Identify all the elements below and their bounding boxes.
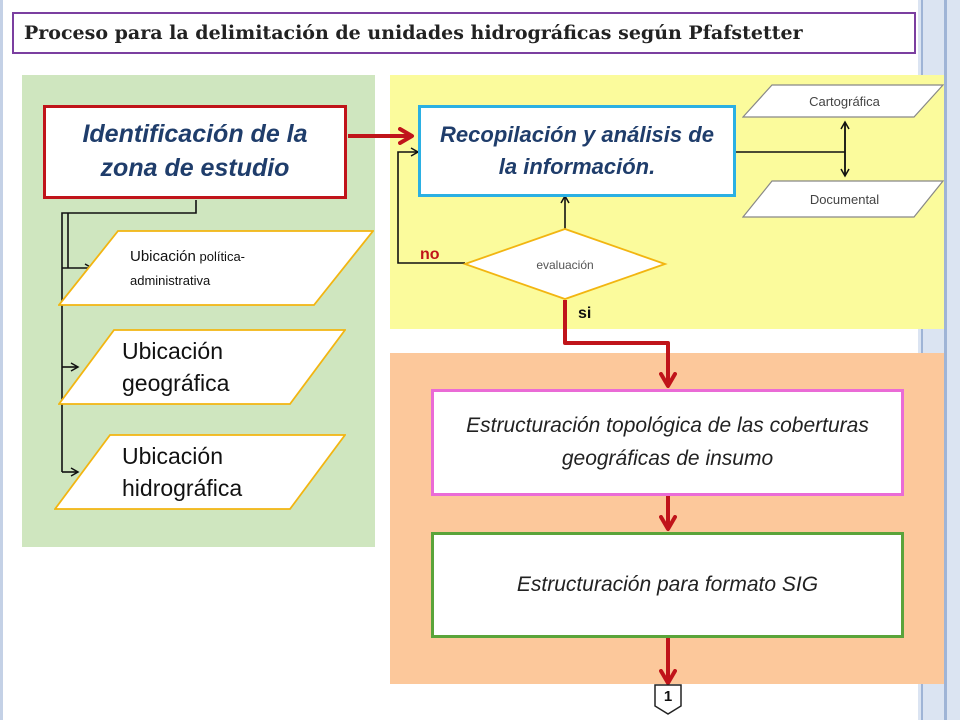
item-ubicacion-politica: Ubicación política- administrativa: [58, 230, 374, 306]
offpage-connector-shape: [654, 684, 682, 715]
estructuracion-sig-text: Estructuración para formato SIG: [516, 573, 819, 596]
evaluacion-label: evaluación: [536, 258, 594, 272]
page-title-text: Proceso para la delimitación de unidades…: [24, 22, 803, 44]
recopilacion-box: Recopilación y análisis de la informació…: [418, 105, 736, 197]
documental-label: Documental: [809, 191, 880, 207]
recopilacion-text: Recopilación y análisis de la informació…: [440, 122, 714, 179]
estructuracion-topologica-box: Estructuración topológica de las cobertu…: [431, 389, 904, 496]
cartografica-shape: [742, 84, 944, 118]
item-ubicacion-geografica-shape: [58, 329, 346, 405]
no-label: no: [420, 246, 440, 263]
item-ubicacion-hidrografica-label: Ubicación hidrográfica: [122, 442, 243, 501]
offpage-connector-label: 1: [663, 687, 673, 705]
estructuracion-topologica-text: Estructuración topológica de las cobertu…: [466, 413, 869, 470]
item1-word: Ubicación: [130, 248, 196, 265]
item-ubicacion-hidrografica-shape: [54, 434, 346, 510]
documental-shape-box: Documental: [742, 180, 944, 218]
identificacion-box: Identificación de la zona de estudio: [43, 105, 347, 199]
estructuracion-sig-box: Estructuración para formato SIG: [431, 532, 904, 638]
identificacion-text: Identificación de la zona de estudio: [82, 120, 308, 182]
page-title: Proceso para la delimitación de unidades…: [12, 12, 916, 54]
left-edge-line: [0, 0, 3, 720]
evaluacion-diamond: [462, 228, 668, 300]
left-tree-connectors: [61, 200, 197, 477]
documental-shape: [742, 180, 944, 218]
item-ubicacion-politica-shape: [58, 230, 374, 306]
cartografica-shape-box: Cartográfica: [742, 84, 944, 118]
cartografica-label: Cartográfica: [809, 93, 880, 109]
item1-rest: política-: [195, 249, 246, 264]
item-ubicacion-geografica-label: Ubicación geográfica: [122, 337, 230, 396]
item-ubicacion-politica-label: Ubicación política- administrativa: [130, 238, 330, 304]
si-label: si: [578, 305, 592, 322]
item1-second-line: administrativa: [130, 272, 211, 288]
right-edge-line-2: [944, 0, 947, 720]
item-ubicacion-hidrografica: Ubicación hidrográfica: [54, 434, 346, 510]
item-ubicacion-geografica: Ubicación geográfica: [58, 329, 346, 405]
